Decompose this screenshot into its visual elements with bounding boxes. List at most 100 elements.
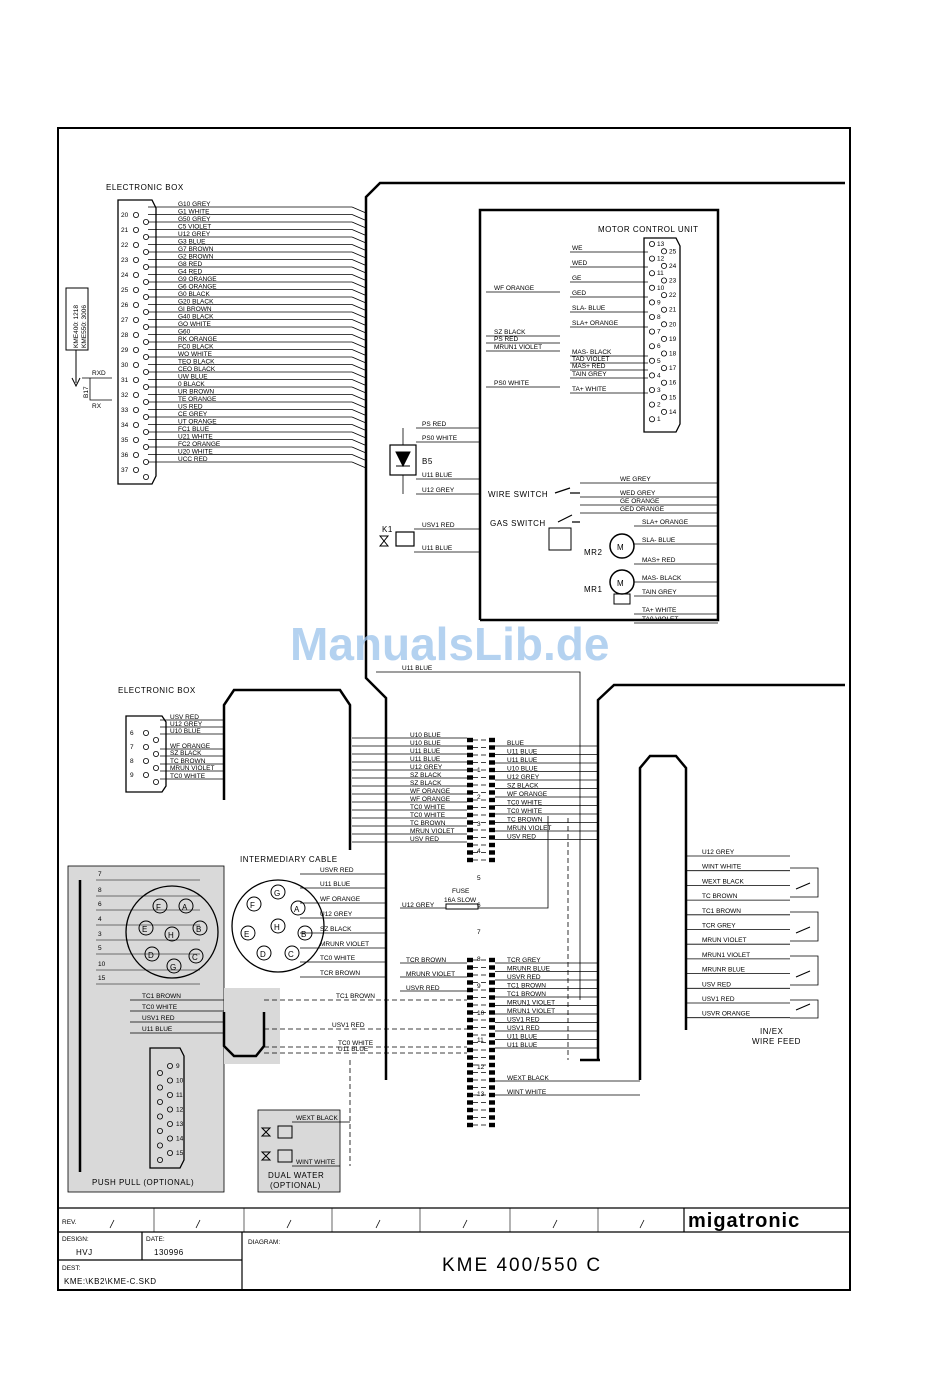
intermediary-pin-letter: H (274, 923, 280, 932)
push-pull-connector-pin (156, 1070, 163, 1077)
push-pull-connector-pin (166, 1063, 173, 1070)
inex-wire-label: MRUN1 VIOLET (702, 952, 750, 959)
terminal-pin (489, 1032, 495, 1038)
k1-wire-label: U11 BLUE (422, 545, 453, 552)
intermediary-pin (284, 945, 300, 961)
push-pull-number: 15 (98, 975, 106, 982)
eb1-pin (132, 301, 139, 308)
fuse-symbol (445, 903, 479, 910)
eb1-pin (142, 323, 149, 330)
push-pull-connector-pin (166, 1077, 173, 1084)
push-pull-connector-pin (156, 1084, 163, 1091)
terminal-left-label: U11 BLUE (410, 748, 441, 755)
dual-water-panel (257, 1109, 341, 1193)
mcu-pin-number: 9 (657, 299, 661, 306)
eb1-pin (132, 346, 139, 353)
terminal-pin (467, 1107, 473, 1113)
eb1-wire-bend (351, 304, 367, 311)
push-pull-wire-label: U11 BLUE (142, 1026, 173, 1033)
mcu-signal-label: MAS+ RED (572, 363, 606, 370)
eb1-pin (132, 436, 139, 443)
inex-subtitle: WIRE FEED (752, 1037, 801, 1046)
eb1-wire-bend (351, 214, 367, 221)
k1-wire-label: USV1 RED (422, 522, 455, 529)
eb1-wire-label: G8 RED (178, 261, 203, 268)
eb1-pin (132, 331, 139, 338)
mcu-signal-label: WED (572, 260, 587, 267)
terminal-left-label: U12 GREY (410, 764, 443, 771)
push-pull-pin (152, 898, 168, 914)
eb1-pin (142, 353, 149, 360)
terminal-number: 8 (477, 956, 481, 963)
mcu-pin (649, 270, 656, 277)
terminal-pin (467, 767, 473, 773)
eb1-wire-bend (351, 319, 367, 326)
revision-ticks (109, 1208, 645, 1232)
eb1-pin-number: 23 (121, 257, 129, 264)
mcu-pin-number: 15 (669, 394, 677, 401)
push-pull-pin (192, 920, 208, 936)
revision-tick (552, 1219, 558, 1229)
terminal-left-label: TC BROWN (410, 820, 446, 827)
intermediary-pin (246, 896, 262, 912)
intermediary-pin-letter: B (301, 930, 307, 939)
inex-switch-bracket (790, 999, 819, 1019)
migatronic-logo: migatronic (688, 1210, 800, 1232)
eb2-wire-label: TC BROWN (170, 758, 206, 765)
eb1-pin (132, 226, 139, 233)
switch-wire-label: WED GREY (620, 490, 656, 497)
eb1-pin-number: 37 (121, 467, 129, 474)
eb1-wire-bend (351, 401, 367, 409)
terminal-pin (489, 1055, 495, 1060)
push-pull-number: 4 (98, 916, 102, 923)
switch-wire-label: WE GREY (620, 476, 651, 483)
mcu-pin (649, 313, 656, 320)
eb1-wire-label: UCC RED (178, 456, 208, 463)
gas-switch-label: GAS SWITCH (490, 519, 546, 528)
eb1-wire-label: TE ORANGE (178, 396, 217, 403)
eb1-pin-number: 22 (121, 242, 129, 249)
eb1-pin-number: 32 (121, 392, 129, 399)
push-pull-number: 7 (98, 871, 102, 878)
eb1-pin (142, 338, 149, 345)
mcu-pin-number: 12 (657, 256, 665, 263)
eb1-wire-label: US RED (178, 404, 203, 411)
terminal-pin (467, 835, 473, 840)
terminal-pin (489, 842, 495, 848)
fuse-rating: 16A SLOW (444, 897, 477, 904)
eb1-pin (142, 233, 149, 240)
b5-label: B5 (422, 457, 433, 466)
intermediary-pin (240, 925, 256, 941)
intermediary-wire-label: U11 BLUE (320, 881, 351, 888)
terminal2-right-label: TCR GREY (507, 957, 541, 964)
push-pull-connector-number: 9 (176, 1063, 180, 1070)
terminal-left-label: TC0 WHITE (410, 812, 446, 819)
terminal-pin (489, 827, 495, 833)
terminal-pin (467, 737, 473, 743)
eb1-pin (132, 406, 139, 413)
terminal-pin (467, 1115, 473, 1120)
switch-wire-label: GE ORANGE (620, 498, 660, 505)
eb1-pin (142, 458, 149, 465)
terminal-pin (489, 1010, 495, 1015)
mcu-signal-label: GE (572, 275, 582, 282)
eb1-wire-label: RK ORANGE (178, 336, 218, 343)
mcu-signal-label: TA+ WHITE (572, 386, 607, 393)
eb1-wire-label: GI BROWN (178, 306, 212, 313)
eb1-wire-bend (351, 229, 367, 236)
inex-wire-label: WEXT BLACK (702, 878, 744, 885)
push-pull-pin (166, 958, 182, 974)
intermediary-pin-letter: G (274, 889, 281, 898)
eb1-pin (142, 368, 149, 375)
terminal-pin (489, 1122, 495, 1128)
eb1-pin-number: 35 (121, 437, 129, 444)
terminal2-right-label: WEXT BLACK (507, 1075, 549, 1082)
eb1-pin (132, 376, 139, 383)
terminal-pin (489, 850, 495, 855)
push-pull-connector-pin (156, 1128, 163, 1135)
eb1-wire-bend (351, 281, 367, 289)
push-pull-connector-number: 14 (176, 1136, 184, 1143)
eb1-pin-number: 26 (121, 302, 129, 309)
terminal-pin (467, 1002, 473, 1008)
